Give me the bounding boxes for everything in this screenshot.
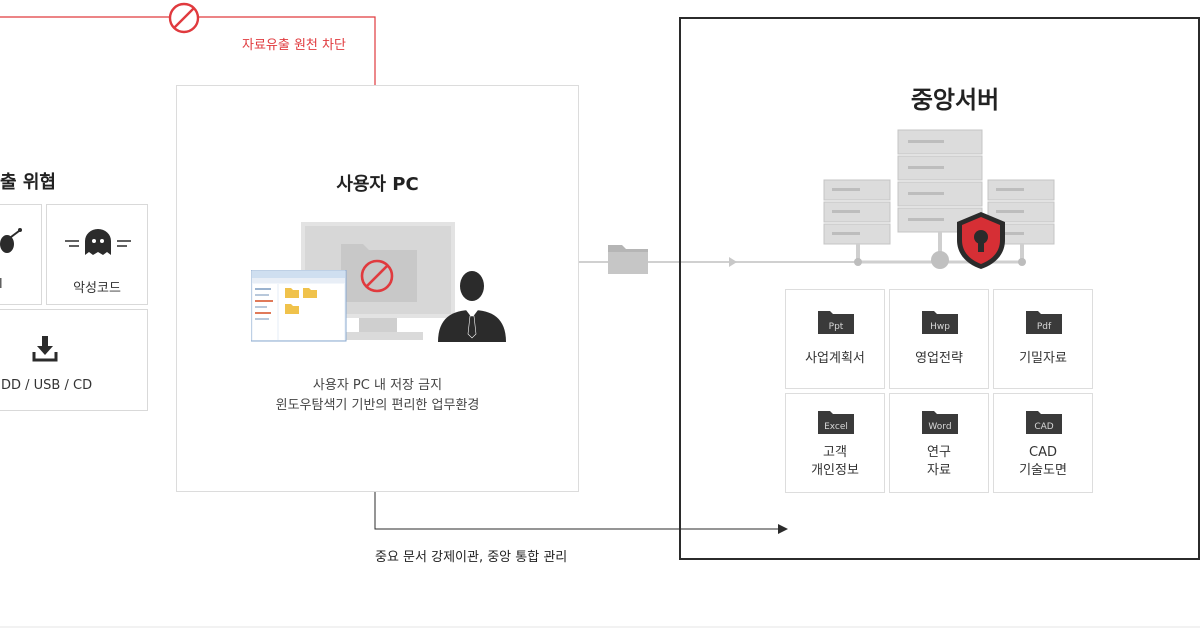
- doc-type-label: Excel: [824, 422, 848, 432]
- doc-type-label: Word: [928, 422, 951, 432]
- doc-type-label: Hwp: [930, 322, 950, 332]
- threat-item-label: DD / USB / CD: [1, 378, 92, 393]
- folder-icon: Excel: [818, 408, 854, 434]
- block-path-label: 자료유출 원천 차단: [242, 34, 346, 53]
- threat-item-label: l: [0, 277, 3, 292]
- folder-icon: Pdf: [1026, 308, 1062, 334]
- doc-label: 사업계획서: [786, 350, 884, 368]
- doc-tile-hwp: Hwp 영업전략: [889, 289, 989, 389]
- user-pc-desc-line1: 사용자 PC 내 저장 금지: [176, 374, 579, 393]
- threat-item-media: DD / USB / CD: [0, 309, 148, 411]
- prohibited-icon: [167, 1, 201, 35]
- doc-label: 기밀자료: [994, 350, 1092, 368]
- doc-type-label: Pdf: [1037, 322, 1052, 332]
- folder-icon: Hwp: [922, 308, 958, 334]
- transfer-label: 중요 문서 강제이관, 중앙 통합 관리: [375, 546, 567, 565]
- threat-item-malware: 악성코드: [46, 204, 148, 305]
- user-person-icon: [436, 266, 508, 342]
- doc-tile-word: Word 연구 자료: [889, 393, 989, 493]
- bug-icon: [0, 227, 27, 257]
- doc-tile-ppt: Ppt 사업계획서: [785, 289, 885, 389]
- threat-item-bug: l: [0, 204, 42, 305]
- server-rack-icon: [820, 128, 1060, 270]
- doc-label: 고객 개인정보: [786, 444, 884, 480]
- security-shield-icon: [955, 210, 1007, 270]
- folder-icon: [607, 241, 649, 275]
- folder-icon: Word: [922, 408, 958, 434]
- user-pc-title: 사용자 PC: [176, 170, 579, 196]
- doc-type-label: Ppt: [829, 322, 844, 332]
- doc-label: 연구 자료: [890, 444, 988, 480]
- folder-icon: CAD: [1026, 408, 1062, 434]
- doc-tile-excel: Excel 고객 개인정보: [785, 393, 885, 493]
- doc-tile-pdf: Pdf 기밀자료: [993, 289, 1093, 389]
- doc-tile-cad: CAD CAD 기술도면: [993, 393, 1093, 493]
- download-icon: [32, 334, 58, 362]
- folder-icon: Ppt: [818, 308, 854, 334]
- ghost-icon: [65, 229, 131, 257]
- doc-label: CAD 기술도면: [994, 444, 1092, 480]
- doc-label: 영업전략: [890, 350, 988, 368]
- doc-type-label: CAD: [1034, 422, 1053, 432]
- threat-panel-title: 출 위협: [0, 168, 56, 194]
- file-explorer-window: [251, 270, 347, 342]
- user-pc-desc-line2: 윈도우탐색기 기반의 편리한 업무환경: [176, 394, 579, 413]
- prohibited-icon: [359, 258, 395, 294]
- threat-item-label: 악성코드: [47, 277, 147, 296]
- central-server-title: 중앙서버: [840, 80, 1070, 115]
